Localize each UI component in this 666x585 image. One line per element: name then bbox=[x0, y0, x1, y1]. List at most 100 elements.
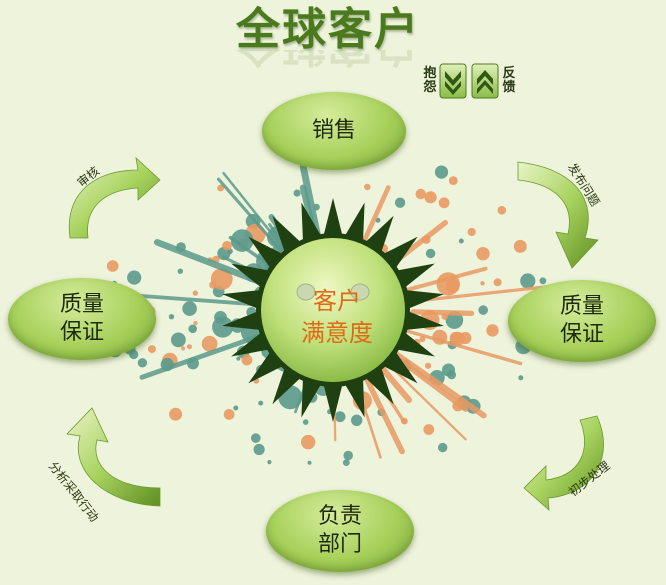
splash-dot bbox=[137, 358, 148, 368]
splash-dot bbox=[201, 335, 218, 352]
splash-dot bbox=[415, 188, 426, 200]
splash-streak bbox=[216, 177, 291, 262]
splash-dot bbox=[351, 414, 363, 426]
splash-dot bbox=[212, 316, 234, 338]
node-dept-line2: 部门 bbox=[317, 532, 362, 557]
splash-dot bbox=[258, 400, 264, 406]
splash-dot bbox=[449, 332, 462, 344]
splash-streak bbox=[139, 333, 264, 380]
splash-dot bbox=[476, 247, 490, 261]
splash-dot bbox=[168, 314, 175, 320]
splash-dot bbox=[307, 460, 312, 465]
splash-dot bbox=[442, 363, 455, 377]
splash-dot bbox=[182, 301, 197, 316]
node-quality-left: 质量保证 bbox=[8, 278, 156, 360]
center-eye-right bbox=[350, 283, 370, 301]
splash-dot bbox=[518, 375, 524, 381]
complaint-label: 抱怨 bbox=[423, 66, 437, 95]
splash-dot bbox=[394, 197, 406, 208]
splash-dot bbox=[458, 238, 464, 244]
splash-dot bbox=[423, 424, 435, 435]
splash-dot bbox=[438, 442, 448, 453]
splash-dot bbox=[334, 411, 346, 423]
chevron-down-icon bbox=[445, 71, 461, 86]
splash-dot bbox=[467, 227, 476, 237]
arrow-bottom-left bbox=[66, 407, 161, 507]
splash-dot bbox=[251, 433, 261, 443]
splash-dot bbox=[302, 419, 309, 425]
splash-dot bbox=[193, 321, 198, 326]
node-responsible-dept: 负责部门 bbox=[266, 490, 414, 572]
chevron-down-icon-2 bbox=[445, 81, 461, 95]
splash-dot bbox=[486, 324, 499, 337]
splash-dot bbox=[364, 183, 371, 191]
node-quality-right-line1: 质量 bbox=[559, 294, 604, 319]
splash-streak bbox=[406, 329, 523, 366]
splash-dot bbox=[129, 349, 139, 360]
splash-dot bbox=[217, 184, 225, 192]
splash-streak bbox=[153, 239, 266, 286]
splash-dot bbox=[424, 191, 437, 204]
node-sales-line1: 销售 bbox=[311, 118, 356, 143]
splash-streak bbox=[410, 309, 475, 316]
node-quality-left-line2: 保证 bbox=[59, 320, 104, 345]
node-quality-right: 质量保证 bbox=[508, 280, 656, 362]
center-label: 客户 满意度 bbox=[270, 285, 404, 349]
center-line1: 客户 bbox=[313, 287, 361, 315]
splash-dot bbox=[186, 344, 192, 350]
node-quality-right-line2: 保证 bbox=[559, 322, 604, 347]
splash-dot bbox=[241, 354, 253, 366]
splash-dot bbox=[188, 324, 197, 334]
splash-dot bbox=[177, 268, 183, 274]
splash-streak bbox=[388, 347, 487, 419]
arrow-bottom-right bbox=[523, 415, 604, 511]
chevron-up-icon bbox=[477, 70, 493, 85]
center-circle bbox=[261, 238, 405, 382]
splash-dot bbox=[478, 305, 489, 315]
splash-dot bbox=[448, 176, 458, 186]
splash-dot bbox=[223, 409, 235, 420]
splash-dot bbox=[425, 362, 432, 369]
splash-dot bbox=[513, 239, 527, 253]
center-line2: 满意度 bbox=[301, 319, 373, 347]
splash-dot bbox=[222, 240, 232, 251]
splash-dot bbox=[539, 277, 547, 285]
splash-dot bbox=[267, 460, 272, 465]
center-eye-left bbox=[296, 283, 316, 301]
splash-dot bbox=[236, 356, 241, 361]
splash-streak bbox=[357, 363, 405, 455]
feedback-label: 反馈 bbox=[502, 66, 516, 95]
splash-dot bbox=[301, 434, 316, 450]
splash-dot bbox=[343, 450, 354, 461]
arrow-top-left bbox=[68, 156, 161, 239]
splash-dot bbox=[192, 290, 198, 296]
splash-streak bbox=[133, 293, 256, 307]
splash-dot bbox=[293, 189, 301, 197]
splash-streak bbox=[222, 171, 294, 260]
splash-dot bbox=[127, 270, 142, 285]
splash-dot bbox=[106, 260, 119, 272]
splash-dot bbox=[497, 206, 507, 215]
splash-dot bbox=[233, 405, 239, 411]
splash-dot bbox=[438, 197, 450, 209]
node-quality-left-line1: 质量 bbox=[59, 292, 104, 317]
node-dept-line1: 负责 bbox=[317, 504, 362, 529]
splash-dot bbox=[434, 165, 449, 179]
node-sales: 销售 bbox=[262, 92, 406, 170]
splash-dot bbox=[171, 332, 186, 348]
splash-streak bbox=[410, 284, 551, 304]
splash-dot bbox=[342, 459, 350, 466]
splash-dot bbox=[210, 268, 233, 290]
arrow-top-right bbox=[517, 161, 599, 269]
splash-dot bbox=[230, 229, 254, 252]
splash-dot bbox=[253, 443, 265, 456]
splash-streak bbox=[406, 266, 488, 292]
splash-dot bbox=[169, 407, 183, 421]
splash-dot bbox=[147, 345, 156, 354]
splash-dot bbox=[493, 278, 502, 287]
splash-dot bbox=[480, 281, 485, 286]
chevron-up-icon-2 bbox=[477, 80, 493, 94]
page-title: 全球客户 bbox=[236, 4, 420, 55]
